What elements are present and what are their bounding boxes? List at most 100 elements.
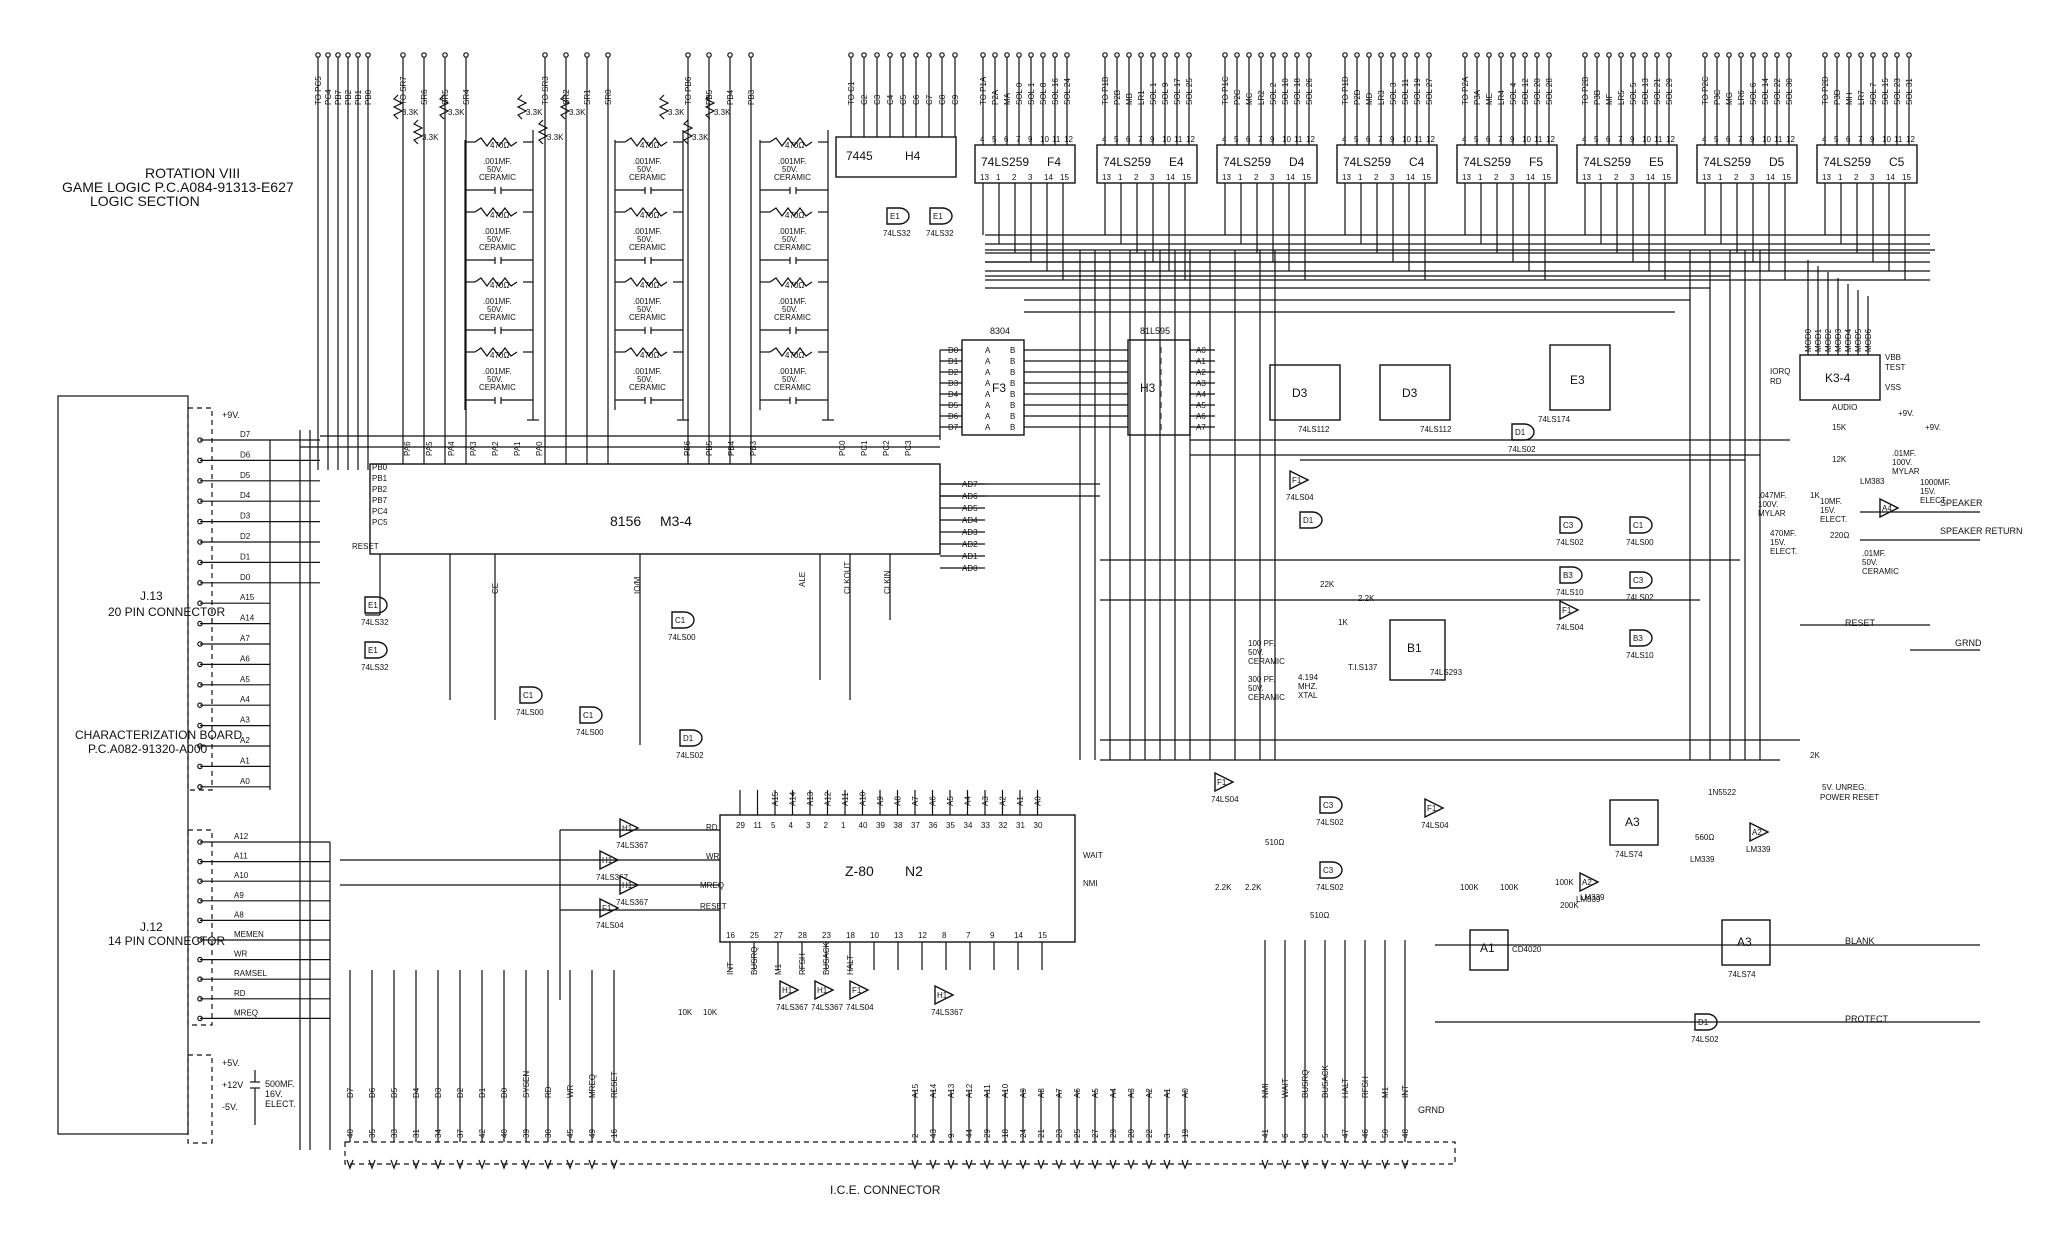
- buffer-ref: A2: [1582, 878, 1592, 887]
- k34-vbb: VBB: [1885, 353, 1901, 362]
- resistor-3k3-label: 3.3K: [668, 108, 685, 117]
- wiring: [269, 249, 1980, 1150]
- ice-address-signals: A152A1443A139A1244A1129A1018A924A821A723…: [911, 1083, 1190, 1170]
- ice-arrow: [947, 1159, 955, 1170]
- latch-pin: 13: [1342, 173, 1351, 182]
- ice-arrow: [368, 1159, 376, 1170]
- z80-pin: 9: [990, 931, 995, 940]
- latch-output-lr3: LR3: [1377, 90, 1386, 105]
- latch-type: 74LS259: [1223, 155, 1271, 169]
- ice-d1: D1: [478, 1087, 487, 1098]
- lm339-label-2: LM339: [1580, 893, 1605, 902]
- cap-001-value: .001MF.: [483, 297, 511, 306]
- gate-ref: C3: [1563, 521, 1574, 530]
- z80-type: Z-80: [845, 863, 874, 879]
- bus-terminal: [335, 52, 341, 58]
- connector-pin: [197, 539, 203, 545]
- bus-terminal: [1366, 52, 1372, 58]
- ice-pin: 2: [911, 1133, 920, 1138]
- m34-port: PC5: [372, 518, 388, 527]
- latch-pin: 3: [1630, 173, 1635, 182]
- grnd-label: GRND: [1955, 638, 1982, 648]
- gate-part: 74LS02: [1316, 818, 1344, 827]
- buffer-ref: A2: [1752, 828, 1762, 837]
- z80-wr: WR: [706, 852, 720, 861]
- resistor-3k3: [658, 94, 670, 120]
- bus-terminal: [992, 52, 998, 58]
- z80-pin: 14: [1014, 931, 1023, 940]
- bus-terminal: [1378, 52, 1384, 58]
- bus-terminal: [1618, 52, 1624, 58]
- z80-addr: A15: [771, 791, 780, 806]
- ice-pin: 46: [1361, 1129, 1370, 1138]
- m34-pa: PA4: [447, 441, 456, 456]
- j13-signal-d1: D1: [240, 552, 251, 561]
- r15k-label: 15K: [1832, 423, 1847, 432]
- a1-ref: A1: [1480, 941, 1495, 955]
- bus-terminal: [887, 52, 893, 58]
- z80-pin: 7: [966, 931, 971, 940]
- z80-ctl: M1: [774, 963, 783, 975]
- ice-connector-label: I.C.E. CONNECTOR: [830, 1183, 941, 1197]
- bus-terminal: [861, 52, 867, 58]
- ice-arrow: [1055, 1159, 1063, 1170]
- bus-terminal: [685, 52, 691, 58]
- r100k-label: 100K: [1555, 878, 1574, 887]
- buffer-part: 74LS04: [596, 921, 624, 930]
- ice-d2: D2: [456, 1087, 465, 1098]
- z80-pin: 31: [1016, 821, 1025, 830]
- logic-gate: [679, 729, 703, 747]
- cap300p-voltage: 50V.: [1248, 684, 1264, 693]
- chip-b1: B1 74LS293: [1389, 619, 1463, 681]
- z80-addr: A7: [911, 796, 920, 806]
- connector-pin: [197, 1015, 203, 1022]
- latch-output-sol-25: SOL 25: [1185, 78, 1194, 105]
- k34-rd: RD: [1770, 377, 1782, 386]
- h4-output-c7: C7: [925, 94, 934, 105]
- port-label-pb0: PB0: [364, 89, 373, 105]
- z80-pin: 28: [798, 931, 807, 940]
- z80-addr: A3: [981, 796, 990, 806]
- d3b-type: 74LS112: [1420, 425, 1452, 434]
- bus-terminal: [463, 52, 469, 58]
- ice-pin: 27: [1091, 1129, 1100, 1138]
- latch-output-sol-26: SOL 26: [1305, 78, 1314, 105]
- logic-gate: [1629, 516, 1653, 534]
- z80-rd: RD: [706, 823, 718, 832]
- resistor-470: [769, 137, 813, 147]
- latch-ref: E4: [1169, 155, 1184, 169]
- z80-pin: 3: [806, 821, 811, 830]
- buffer: [779, 979, 800, 1001]
- f3-pin: A: [985, 423, 991, 432]
- latch-pin: 9: [1150, 135, 1155, 144]
- z80-pin: 25: [750, 931, 759, 940]
- latch-pin: 5: [1594, 135, 1599, 144]
- ice-pin: 41: [1261, 1129, 1270, 1138]
- buffer: [1424, 797, 1445, 819]
- bus-terminal: [1846, 52, 1852, 58]
- power-cap-type: ELECT.: [265, 1099, 296, 1109]
- latch-pin: 2: [1374, 173, 1379, 182]
- bus-terminal: [1474, 52, 1480, 58]
- latch-f5-body: [1456, 144, 1558, 184]
- cap10-voltage: 15V.: [1820, 506, 1836, 515]
- cap1000-type: ELECT.: [1920, 496, 1947, 505]
- gate-part: 74LS32: [361, 663, 389, 672]
- z80-addr: A11: [841, 792, 850, 806]
- gate-part: 74LS32: [361, 618, 389, 627]
- ice-int: INT: [1401, 1085, 1410, 1098]
- ice-pin: 44: [965, 1129, 974, 1138]
- latch-pin: 11: [1774, 135, 1783, 144]
- cap-001-value: .001MF.: [778, 297, 806, 306]
- latch-pin: 15: [1902, 173, 1911, 182]
- bus-terminal: [1246, 52, 1252, 58]
- latch-c5-body: [1816, 144, 1918, 184]
- bus-terminal: [315, 52, 321, 58]
- latch-pin: 7: [1378, 135, 1383, 144]
- j12-sublabel: 14 PIN CONNECTOR: [108, 934, 225, 948]
- latch-output-sol-1: SOL 1: [1149, 82, 1158, 105]
- port-label-pb7: PB7: [334, 89, 343, 105]
- latch-pin: 10: [1642, 135, 1651, 144]
- z80-body: [719, 814, 1076, 943]
